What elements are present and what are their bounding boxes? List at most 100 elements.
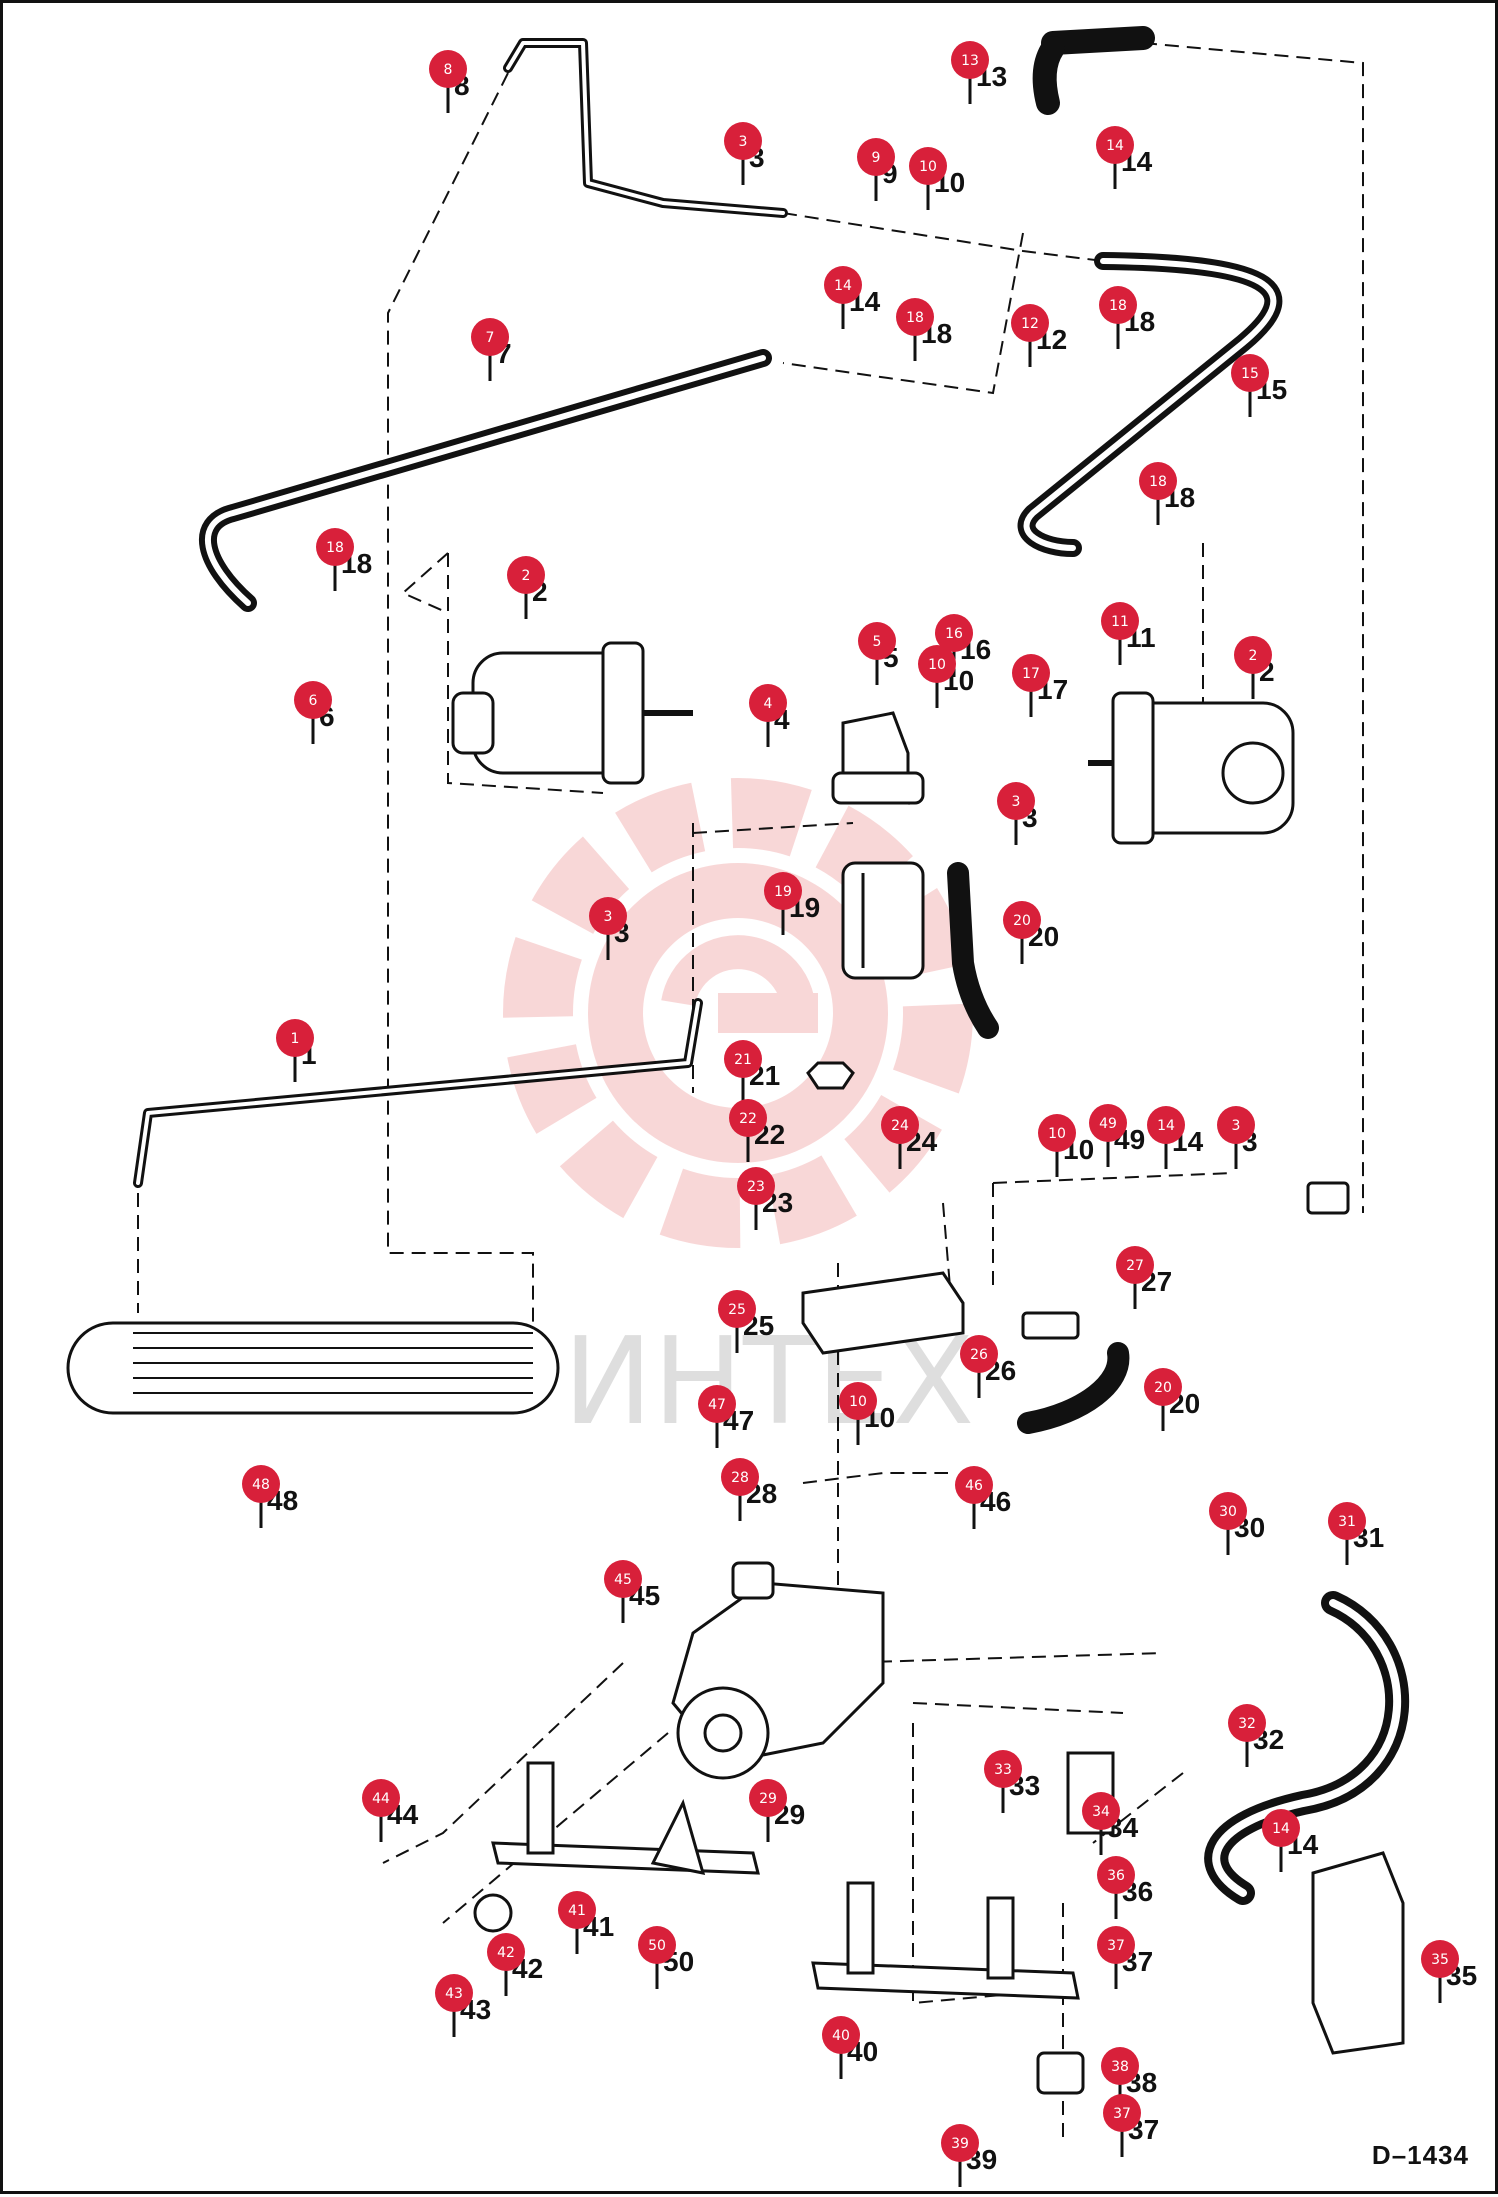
callout-badge-2[interactable]: 2 — [1234, 636, 1272, 674]
callout-badge-label: 43 — [445, 1986, 463, 2002]
callout-badge-label: 18 — [326, 540, 344, 556]
callout-badge-21[interactable]: 21 — [724, 1040, 762, 1078]
callout-badge-label: 3 — [739, 134, 748, 150]
callout-badge-45[interactable]: 45 — [604, 1560, 642, 1598]
callout-badge-42[interactable]: 42 — [487, 1933, 525, 1971]
callout-badge-circle — [276, 1019, 314, 1057]
callout-badge-43[interactable]: 43 — [435, 1974, 473, 2012]
callout-badge-circle — [316, 528, 354, 566]
callout-badge-19[interactable]: 19 — [764, 872, 802, 910]
callout-badge-13[interactable]: 13 — [951, 41, 989, 79]
callout-badge-23[interactable]: 23 — [737, 1167, 775, 1205]
callout-badge-48[interactable]: 48 — [242, 1465, 280, 1503]
callout-badge-4[interactable]: 4 — [749, 684, 787, 722]
callout-badge-22[interactable]: 22 — [729, 1099, 767, 1137]
callout-badge-40[interactable]: 40 — [822, 2016, 860, 2054]
callout-badge-37[interactable]: 37 — [1103, 2094, 1141, 2132]
callout-badge-label: 10 — [849, 1394, 867, 1410]
callout-badge-24[interactable]: 24 — [881, 1106, 919, 1144]
callout-badge-14[interactable]: 14 — [1262, 1809, 1300, 1847]
callout-badge-31[interactable]: 31 — [1328, 1502, 1366, 1540]
callout-badge-12[interactable]: 12 — [1011, 304, 1049, 342]
callout-badge-16[interactable]: 16 — [935, 614, 973, 652]
callout-badge-label: 26 — [970, 1347, 988, 1363]
callout-badge-46[interactable]: 46 — [955, 1466, 993, 1504]
callout-badge-label: 14 — [834, 278, 852, 294]
callout-badge-28[interactable]: 28 — [721, 1458, 759, 1496]
callout-badge-50[interactable]: 50 — [638, 1926, 676, 1964]
callout-badge-38[interactable]: 38 — [1101, 2047, 1139, 2085]
callout-badge-circle — [941, 2124, 979, 2162]
callout-badge-2[interactable]: 2 — [507, 556, 545, 594]
mount-bracket-lower — [811, 1881, 1080, 2000]
callout-badge-33[interactable]: 33 — [984, 1750, 1022, 1788]
callout-badge-15[interactable]: 15 — [1231, 354, 1269, 392]
callout-badge-3[interactable]: 3 — [589, 897, 627, 935]
callout-badge-20[interactable]: 20 — [1003, 901, 1041, 939]
callout-badge-37[interactable]: 37 — [1097, 1926, 1135, 1964]
callout-badge-label: 6 — [309, 693, 318, 709]
callout-badge-10[interactable]: 10 — [839, 1382, 877, 1420]
callout-badge-10[interactable]: 10 — [918, 645, 956, 683]
callout-badge-17[interactable]: 17 — [1012, 654, 1050, 692]
callout-badge-18[interactable]: 18 — [316, 528, 354, 566]
callout-badge-34[interactable]: 34 — [1082, 1792, 1120, 1830]
callout-badge-label: 14 — [1272, 1821, 1290, 1837]
callout-badge-10[interactable]: 10 — [909, 147, 947, 185]
callout-badge-circle — [604, 1560, 642, 1598]
callout-badge-label: 3 — [604, 909, 613, 925]
callout-badge-label: 18 — [1109, 298, 1127, 314]
callout-badge-9[interactable]: 9 — [857, 138, 895, 176]
hydraulic-motor-left — [451, 641, 693, 785]
callout-badge-3[interactable]: 3 — [724, 122, 762, 160]
callout-badge-label: 34 — [1092, 1804, 1110, 1820]
callout-badge-47[interactable]: 47 — [698, 1385, 736, 1423]
callout-badge-39[interactable]: 39 — [941, 2124, 979, 2162]
callout-badge-18[interactable]: 18 — [896, 298, 934, 336]
callout-badge-30[interactable]: 30 — [1209, 1492, 1247, 1530]
callout-badge-circle — [918, 645, 956, 683]
callout-badge-32[interactable]: 32 — [1228, 1704, 1266, 1742]
callout-badge-label: 45 — [614, 1572, 632, 1588]
callout-badge-44[interactable]: 44 — [362, 1779, 400, 1817]
callout-badge-5[interactable]: 5 — [858, 622, 896, 660]
callout-badge-36[interactable]: 36 — [1097, 1856, 1135, 1894]
callout-badge-10[interactable]: 10 — [1038, 1114, 1076, 1152]
callout-badge-14[interactable]: 14 — [1147, 1106, 1185, 1144]
callout-badge-8[interactable]: 8 — [429, 50, 467, 88]
callout-badge-49[interactable]: 49 — [1089, 1104, 1127, 1142]
callout-badge-circle — [718, 1290, 756, 1328]
callout-badge-3[interactable]: 3 — [997, 782, 1035, 820]
callout-badge-circle — [724, 1040, 762, 1078]
callout-badge-29[interactable]: 29 — [749, 1779, 787, 1817]
callout-badge-label: 31 — [1338, 1514, 1356, 1530]
callout-badge-6[interactable]: 6 — [294, 681, 332, 719]
callout-badge-14[interactable]: 14 — [824, 266, 862, 304]
callout-badge-circle — [1139, 462, 1177, 500]
callout-badge-circle — [1228, 1704, 1266, 1742]
filter-element — [841, 861, 925, 980]
callout-badge-label: 29 — [759, 1791, 777, 1807]
callout-badge-circle — [896, 298, 934, 336]
callout-badge-label: 22 — [739, 1111, 757, 1127]
callout-badge-41[interactable]: 41 — [558, 1891, 596, 1929]
callout-badge-18[interactable]: 18 — [1099, 286, 1137, 324]
callout-badge-7[interactable]: 7 — [471, 318, 509, 356]
callout-badge-circle — [698, 1385, 736, 1423]
callout-badge-18[interactable]: 18 — [1139, 462, 1177, 500]
pump-mount-bracket — [491, 1761, 760, 1875]
hydrostatic-pump — [671, 1561, 885, 1780]
callout-badge-25[interactable]: 25 — [718, 1290, 756, 1328]
callout-badge-label: 44 — [372, 1791, 390, 1807]
callout-badge-14[interactable]: 14 — [1096, 126, 1134, 164]
callout-badge-35[interactable]: 35 — [1421, 1940, 1459, 1978]
callout-badge-11[interactable]: 11 — [1101, 602, 1139, 640]
callout-badge-20[interactable]: 20 — [1144, 1368, 1182, 1406]
callout-badge-27[interactable]: 27 — [1116, 1246, 1154, 1284]
callout-badge-label: 38 — [1111, 2059, 1129, 2075]
callout-badge-1[interactable]: 1 — [276, 1019, 314, 1057]
callout-badge-26[interactable]: 26 — [960, 1335, 998, 1373]
callout-badge-circle — [749, 684, 787, 722]
callout-badge-3[interactable]: 3 — [1217, 1106, 1255, 1144]
callout-badge-label: 49 — [1099, 1116, 1117, 1132]
